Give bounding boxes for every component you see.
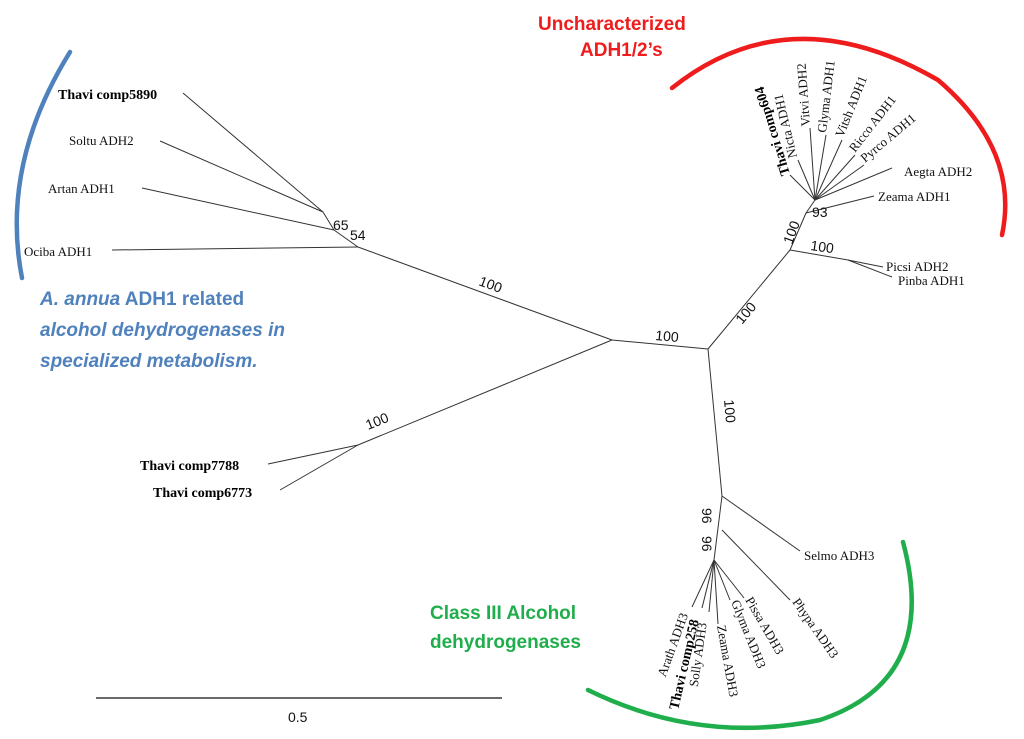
branch-pinba <box>847 259 893 278</box>
support-100-down: 100 <box>721 399 739 424</box>
leaf-ociba-adh1: Ociba ADH1 <box>24 244 92 259</box>
branch-green-inner <box>713 495 723 561</box>
branch-phypa <box>721 529 791 601</box>
branch-arath <box>691 559 715 608</box>
leaf-vitvi-adh2: Vitvi ADH2 <box>794 63 813 127</box>
branch-red-stem <box>789 212 807 251</box>
branch-red-inner <box>805 199 816 214</box>
leaf-phypa-adh3: Phypa ADH3 <box>790 595 842 661</box>
support-100-red: 100 <box>780 218 803 246</box>
branch-solly <box>708 559 715 613</box>
branch-annua-stem <box>357 246 613 341</box>
branch-vitvi <box>809 127 816 201</box>
branch-thavi6773 <box>279 444 359 491</box>
support-100-center: 100 <box>655 327 680 345</box>
leaf-soltu-adh2: Soltu ADH2 <box>69 133 134 148</box>
support-100-comp: 100 <box>363 409 391 433</box>
leaf-thavi-comp5890: Thavi comp5890 <box>58 88 157 103</box>
arc-class3-group <box>585 539 914 731</box>
leaf-thavi-comp6773: Thavi comp6773 <box>153 486 252 501</box>
support-100-upper: 100 <box>732 299 759 327</box>
branch-thavi7788 <box>267 444 359 465</box>
group-label-uncharacterized-line1: Uncharacterized <box>538 14 686 35</box>
branch-thavi258 <box>701 559 715 609</box>
scale-bar-label: 0.5 <box>288 709 308 725</box>
branch-ociba <box>111 246 359 251</box>
arc-annua-group <box>14 49 73 281</box>
group-label-annua-line1: A. annua ADH1 related <box>39 289 244 310</box>
branch-vitsh <box>814 139 843 201</box>
branch-artan <box>141 187 335 231</box>
support-96b: 96 <box>699 536 715 552</box>
branch-ricco <box>814 154 856 201</box>
branch-annua-inner <box>333 229 359 248</box>
support-100-annua: 100 <box>477 273 505 296</box>
leaf-picsi-adh2: Picsi ADH2 <box>886 259 948 274</box>
branch-aegta <box>814 167 893 201</box>
branch-center-left <box>611 339 709 350</box>
tree-branches <box>111 92 893 625</box>
group-label-class3-line2: dehydrogenases <box>430 632 581 653</box>
leaf-thavi-comp7788: Thavi comp7788 <box>140 459 239 474</box>
branch-thavi5890 <box>182 92 324 213</box>
branch-glyma-adh1 <box>814 134 827 201</box>
leaf-selmo-adh3: Selmo ADH3 <box>804 548 874 563</box>
branch-pissa <box>713 559 745 599</box>
group-label-annua-rest: ADH1 related <box>120 289 244 310</box>
group-label-annua-line3: specialized metabolism. <box>40 351 258 372</box>
branch-zeama-adh1 <box>805 195 875 214</box>
branch-selmo <box>721 495 801 552</box>
support-93: 93 <box>812 204 828 220</box>
support-96a: 96 <box>699 508 715 524</box>
branch-pine-stem <box>789 249 849 261</box>
branch-pyrco <box>814 164 865 201</box>
branch-zeama-adh3 <box>713 559 719 625</box>
leaf-artan-adh1: Artan ADH1 <box>48 181 115 196</box>
leaf-glyma-adh1: Glyma ADH1 <box>814 59 838 133</box>
support-54: 54 <box>350 227 366 243</box>
branch-comp-stem <box>357 339 613 446</box>
leaf-zeama-adh3: Zeama ADH3 <box>714 624 741 698</box>
support-100-pine: 100 <box>810 237 836 256</box>
leaf-aegta-adh2: Aegta ADH2 <box>904 164 972 179</box>
branch-down-stem <box>707 348 723 497</box>
leaf-pinba-adh1: Pinba ADH1 <box>898 273 965 288</box>
support-65: 65 <box>333 217 349 233</box>
branch-soltu <box>159 140 324 213</box>
group-label-annua-species: A. annua <box>39 289 121 310</box>
group-label-annua-line2: alcohol dehydrogenases in <box>40 320 285 341</box>
branch-annua-inner2 <box>322 211 335 231</box>
leaf-zeama-adh1: Zeama ADH1 <box>878 189 951 204</box>
branch-nicta <box>797 159 816 201</box>
group-label-uncharacterized-line2: ADH1/2’s <box>580 40 663 61</box>
arc-uncharacterized-group <box>669 36 1008 238</box>
group-label-class3-line1: Class III Alcohol <box>430 603 576 624</box>
branch-picsi <box>847 259 884 268</box>
branch-glyma-adh3 <box>713 559 731 601</box>
branch-thavi604 <box>789 174 816 201</box>
branch-upper-stem <box>707 249 791 350</box>
